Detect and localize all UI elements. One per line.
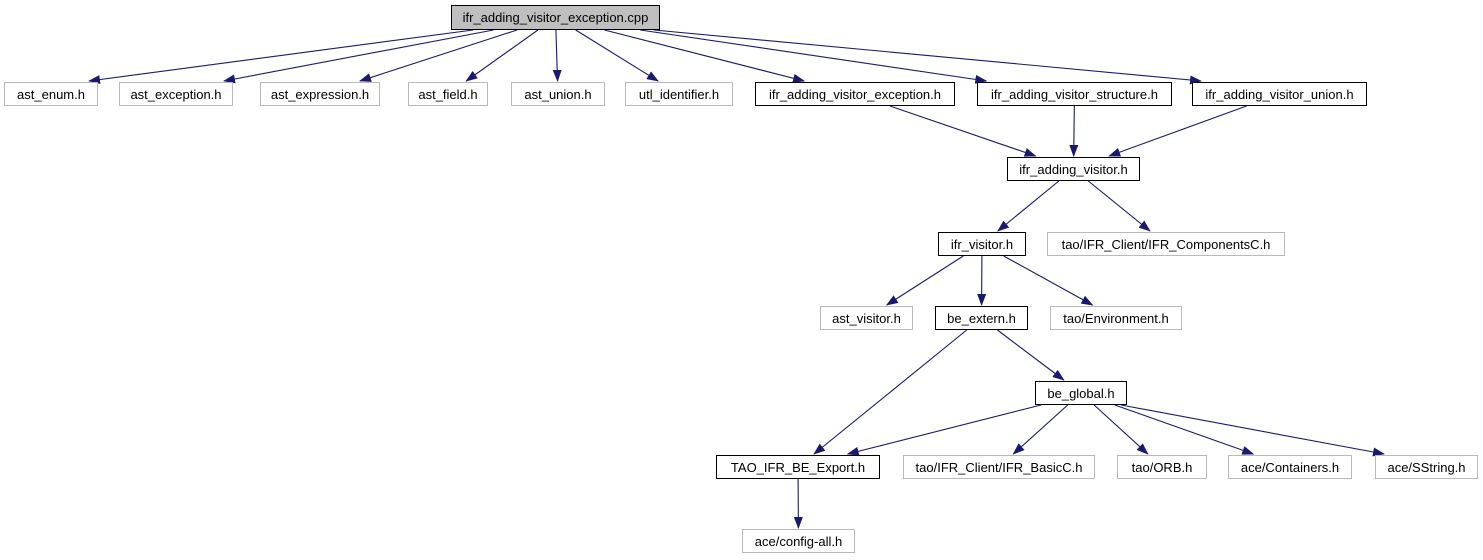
graph-node-ast_union: ast_union.h bbox=[511, 82, 605, 106]
graph-node-ast_field: ast_field.h bbox=[408, 82, 488, 106]
graph-node-ast_expression: ast_expression.h bbox=[260, 82, 380, 106]
graph-node-label: ast_exception.h bbox=[130, 86, 222, 102]
graph-node-tao_orb: tao/ORB.h bbox=[1117, 455, 1207, 479]
graph-node-label: ast_union.h bbox=[524, 86, 592, 102]
graph-node-be_global[interactable]: be_global.h bbox=[1035, 381, 1127, 405]
graph-node-cpp: ifr_adding_visitor_exception.cpp bbox=[451, 5, 660, 30]
graph-node-label: be_global.h bbox=[1047, 385, 1115, 401]
include-edge-be_global-to-ace_containers bbox=[1114, 404, 1255, 455]
graph-node-label: ifr_visitor.h bbox=[950, 236, 1014, 252]
graph-node-ast_exception: ast_exception.h bbox=[119, 82, 233, 106]
graph-node-iavs_h[interactable]: ifr_adding_visitor_structure.h bbox=[977, 82, 1172, 106]
include-edge-cpp-to-ast_exception bbox=[223, 29, 494, 84]
graph-node-iave_h[interactable]: ifr_adding_visitor_exception.h bbox=[755, 82, 955, 106]
graph-node-label: ace/config-all.h bbox=[754, 533, 843, 549]
graph-node-ifr_basic: tao/IFR_Client/IFR_BasicC.h bbox=[903, 455, 1095, 479]
graph-node-ast_visitor: ast_visitor.h bbox=[820, 306, 913, 330]
graph-node-label: ifr_adding_visitor_union.h bbox=[1205, 86, 1354, 102]
include-edge-be_global-to-ifr_basic bbox=[1012, 404, 1069, 455]
include-edge-cpp-to-ast_enum bbox=[88, 29, 474, 85]
graph-node-label: ifr_adding_visitor_exception.cpp bbox=[462, 10, 649, 25]
include-edge-cpp-to-ast_expression bbox=[359, 29, 518, 82]
graph-node-utl_identifier: utl_identifier.h bbox=[625, 82, 733, 106]
include-edge-cpp-to-iave_h bbox=[604, 29, 806, 83]
graph-node-ast_enum: ast_enum.h bbox=[4, 82, 98, 106]
graph-node-label: ast_visitor.h bbox=[832, 310, 901, 326]
graph-node-be_export[interactable]: TAO_IFR_BE_Export.h bbox=[716, 455, 880, 479]
include-edge-iavu_h-to-iav_h bbox=[1108, 105, 1247, 157]
graph-node-label: tao/IFR_Client/IFR_ComponentsC.h bbox=[1061, 236, 1271, 252]
include-edge-cpp-to-iavs_h bbox=[640, 29, 988, 84]
graph-node-label: utl_identifier.h bbox=[638, 86, 720, 102]
include-edge-be_extern-to-be_global bbox=[997, 329, 1065, 381]
graph-node-label: ifr_adding_visitor_exception.h bbox=[769, 86, 941, 102]
include-edge-be_global-to-ace_sstring bbox=[1120, 404, 1385, 457]
graph-node-label: ace/SString.h bbox=[1387, 459, 1466, 475]
graph-node-label: ace/Containers.h bbox=[1240, 459, 1340, 475]
graph-node-ifr_visitor[interactable]: ifr_visitor.h bbox=[938, 232, 1026, 256]
graph-node-label: ast_enum.h bbox=[17, 86, 85, 102]
include-edge-iav_h-to-ifr_visitor bbox=[997, 180, 1060, 232]
graph-node-ace_config: ace/config-all.h bbox=[742, 529, 855, 553]
graph-node-label: TAO_IFR_BE_Export.h bbox=[730, 459, 866, 475]
graph-node-label: ifr_adding_visitor.h bbox=[1019, 161, 1128, 177]
graph-node-ifr_components: tao/IFR_Client/IFR_ComponentsC.h bbox=[1047, 232, 1285, 256]
include-edge-iav_h-to-ifr_components bbox=[1087, 180, 1151, 232]
graph-node-tao_env: tao/Environment.h bbox=[1050, 306, 1182, 330]
include-edge-iave_h-to-iav_h bbox=[889, 105, 1037, 157]
include-edge-ifr_visitor-to-tao_env bbox=[1003, 255, 1094, 306]
include-edge-cpp-to-ast_field bbox=[465, 29, 539, 82]
graph-node-label: be_extern.h bbox=[947, 310, 1016, 326]
graph-node-ace_containers: ace/Containers.h bbox=[1228, 455, 1352, 479]
include-edge-ifr_visitor-to-ast_visitor bbox=[885, 255, 964, 306]
graph-node-label: tao/IFR_Client/IFR_BasicC.h bbox=[915, 459, 1083, 475]
graph-node-iav_h[interactable]: ifr_adding_visitor.h bbox=[1007, 157, 1140, 181]
include-edge-be_global-to-tao_orb bbox=[1093, 404, 1149, 455]
graph-node-label: ifr_adding_visitor_structure.h bbox=[991, 86, 1158, 102]
graph-node-label: ast_field.h bbox=[418, 86, 478, 102]
include-edge-be_global-to-be_export bbox=[846, 404, 1042, 456]
graph-node-label: tao/Environment.h bbox=[1063, 310, 1169, 326]
include-edge-iavs_h-to-iav_h bbox=[1069, 105, 1079, 157]
include-edge-cpp-to-utl_identifier bbox=[575, 29, 659, 82]
include-edge-cpp-to-ast_union bbox=[552, 29, 562, 82]
graph-node-be_extern[interactable]: be_extern.h bbox=[935, 306, 1028, 330]
include-edge-be_extern-to-be_export bbox=[813, 329, 968, 455]
include-edge-cpp-to-iavu_h bbox=[653, 29, 1202, 85]
graph-node-ace_sstring: ace/SString.h bbox=[1375, 455, 1478, 479]
graph-node-iavu_h[interactable]: ifr_adding_visitor_union.h bbox=[1192, 82, 1367, 106]
graph-node-label: tao/ORB.h bbox=[1131, 459, 1193, 475]
graph-node-label: ast_expression.h bbox=[270, 86, 370, 102]
